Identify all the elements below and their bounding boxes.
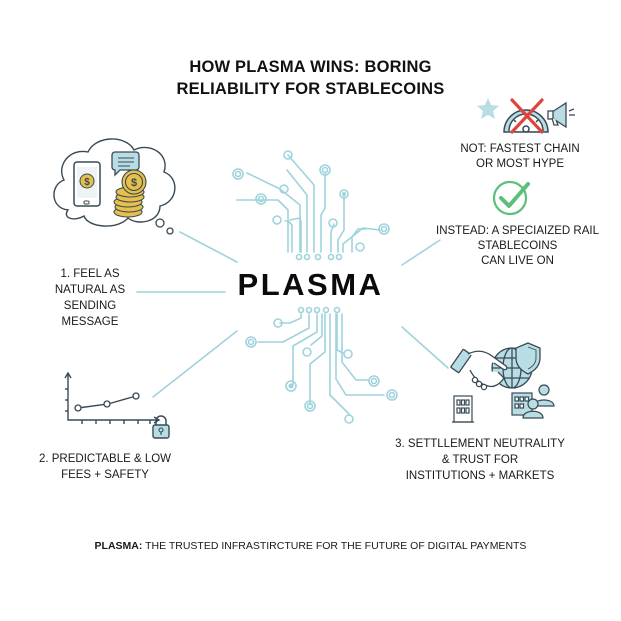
bank-building-icon (452, 395, 474, 423)
connector-line-bottom-right (401, 326, 449, 369)
svg-text:$: $ (131, 177, 137, 189)
not-hype-icons (477, 98, 575, 134)
footer-tagline: PLASMA: THE TRUSTED INFRASTIRCTURE FOR T… (0, 540, 621, 552)
megaphone-icon (547, 101, 575, 129)
upper-circuit-nodes (232, 150, 390, 261)
connector-line-bottom-left (152, 330, 238, 398)
coin-stack-icon: $ (113, 169, 147, 218)
point-3-label: 3. SETTLLEMENT NEUTRALITY & TRUST FOR IN… (395, 438, 565, 482)
chat-bubble-icon (111, 151, 140, 177)
connector-line-top-left (179, 231, 238, 263)
lower-circuit-nodes (245, 306, 398, 424)
shield-icon (515, 342, 541, 375)
footer-text: THE TRUSTED INFRASTIRCTURE FOR THE FUTUR… (142, 540, 527, 552)
thought-cloud-icon: $ $ (53, 138, 176, 235)
title-line-2: RELIABILITY FOR STABLECOINS (176, 80, 445, 98)
smartphone-dollar-icon: $ (73, 161, 101, 207)
people-icon (522, 384, 555, 419)
svg-text:$: $ (84, 177, 90, 188)
instead-label: INSTEAD: A SPECIAIZED RAIL STABLECOINS C… (436, 225, 599, 267)
title-line-1: HOW PLASMA WINS: BORING (189, 58, 432, 76)
padlock-icon (152, 415, 170, 439)
not-label: NOT: FASTEST CHAIN OR MOST HYPE (460, 143, 580, 170)
center-label: PLASMA (237, 267, 384, 302)
diagram-title: HOW PLASMA WINS: BORING RELIABILITY FOR … (0, 56, 621, 100)
point-2-label: 2. PREDICTABLE & LOW FEES + SAFETY (38, 453, 172, 481)
point-1-label: 1. FEEL AS NATURAL AS SENDING MESSAGE (54, 268, 126, 328)
green-check-icon (492, 180, 530, 216)
connector-line-top-right (401, 239, 441, 266)
red-x-icon (510, 98, 544, 134)
institutions-icons (450, 342, 555, 423)
footer-brand: PLASMA: (94, 540, 143, 552)
handshake-icon (450, 348, 508, 391)
line-chart-icon (64, 371, 161, 424)
star-icon (477, 98, 499, 119)
office-building-icon (511, 392, 533, 416)
upper-circuit-traces (236, 154, 381, 253)
lower-circuit-traces (257, 313, 385, 415)
